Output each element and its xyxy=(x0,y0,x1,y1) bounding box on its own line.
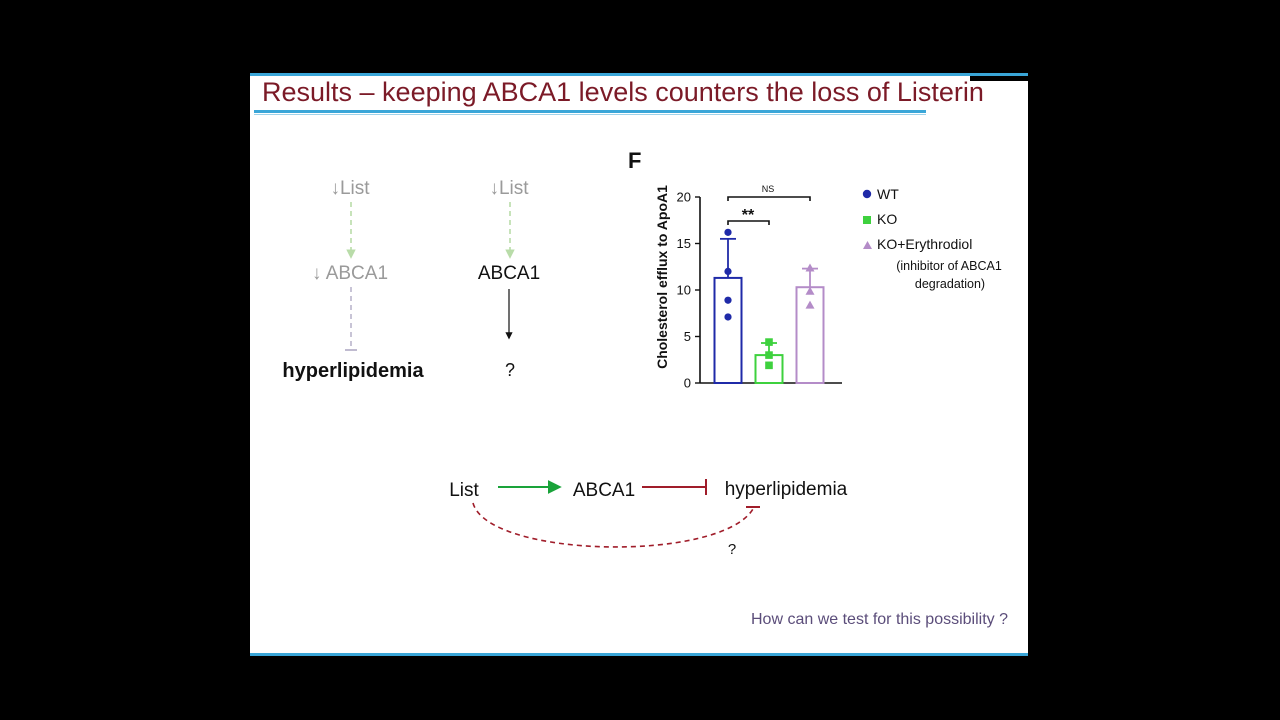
left-list-label: ↓List xyxy=(330,178,370,199)
point-wt xyxy=(724,228,732,236)
pathway-abca1-node: ABCA1 xyxy=(573,480,635,501)
chart-ylabel: Cholesterol efflux to ApoA1 xyxy=(654,185,670,369)
ns-bracket xyxy=(727,196,811,201)
corner-mark xyxy=(970,71,1028,81)
ns-label: NS xyxy=(762,184,775,194)
chart-legend: WT KO KO+Erythrodiol (inhibitor of ABCA1… xyxy=(862,186,1002,291)
left-abca1-label: ↓ ABCA1 xyxy=(312,263,388,284)
y-tick-label: 20 xyxy=(677,190,691,205)
y-tick-label: 15 xyxy=(677,236,691,251)
y-tick-label: 5 xyxy=(684,329,691,344)
pathway-question: ? xyxy=(728,541,736,558)
point-ko xyxy=(765,338,773,346)
middle-abca1-label: ABCA1 xyxy=(478,263,540,284)
pathway-dashed-inhibition-curve xyxy=(472,502,754,548)
point-wt xyxy=(724,313,732,321)
point-ko xyxy=(765,361,773,370)
point-ko-erythrodiol xyxy=(805,300,815,309)
sig-bracket xyxy=(727,220,770,225)
point-ko-erythrodiol xyxy=(805,286,815,295)
chart-points xyxy=(724,228,815,370)
legend-note-line1: (inhibitor of ABCA1 xyxy=(896,259,1002,273)
legend-ko-ery-label: KO+Erythrodiol xyxy=(877,236,972,252)
legend-wt-marker xyxy=(862,189,872,199)
legend-note-line2: degradation) xyxy=(915,277,985,291)
point-wt xyxy=(724,296,732,304)
slide-top-rule xyxy=(250,73,1028,76)
legend-wt-label: WT xyxy=(877,186,899,202)
y-tick-label: 10 xyxy=(677,283,691,298)
slide-bottom-rule xyxy=(250,653,1028,656)
legend-ko-ery-marker xyxy=(863,241,872,249)
legend-ko-label: KO xyxy=(877,211,897,227)
point-ko xyxy=(765,351,773,359)
diagrams-canvas: ↓List ↓ ABCA1 hyperlipidemia ↓List ABCA1… xyxy=(282,148,1002,558)
diagram-middle: ↓List ABCA1 ? xyxy=(478,178,540,380)
footer-question: How can we test for this possibility ? xyxy=(751,611,1008,628)
chart-bars xyxy=(713,237,825,385)
point-ko-erythrodiol xyxy=(805,263,815,272)
panel-label: F xyxy=(628,148,641,173)
bar-wt xyxy=(713,276,743,384)
slide-title: Results – keeping ABCA1 levels counters … xyxy=(262,77,984,107)
diagram-left: ↓List ↓ ABCA1 hyperlipidemia xyxy=(282,178,424,382)
chart-y-ticks: 0 5 10 15 20 xyxy=(677,190,700,391)
chart-panel: F Cholesterol efflux to ApoA1 0 5 10 15 20 N… xyxy=(628,148,1002,391)
pathway-hyperlipidemia-node: hyperlipidemia xyxy=(725,479,848,500)
pathway-list-node: List xyxy=(449,480,479,501)
legend-ko-marker xyxy=(863,216,871,224)
y-tick-label: 0 xyxy=(684,376,691,391)
middle-list-label: ↓List xyxy=(489,178,529,199)
left-hyperlipidemia-label: hyperlipidemia xyxy=(282,360,424,382)
sig-label: ** xyxy=(742,207,755,224)
slide: Results – keeping ABCA1 levels counters … xyxy=(250,71,1028,656)
title-underline xyxy=(254,110,926,113)
title-underline-thin xyxy=(254,114,926,115)
pathway-diagram: List ABCA1 hyperlipidemia ? xyxy=(449,479,848,558)
middle-question-label: ? xyxy=(505,360,515,380)
point-wt xyxy=(724,267,732,275)
